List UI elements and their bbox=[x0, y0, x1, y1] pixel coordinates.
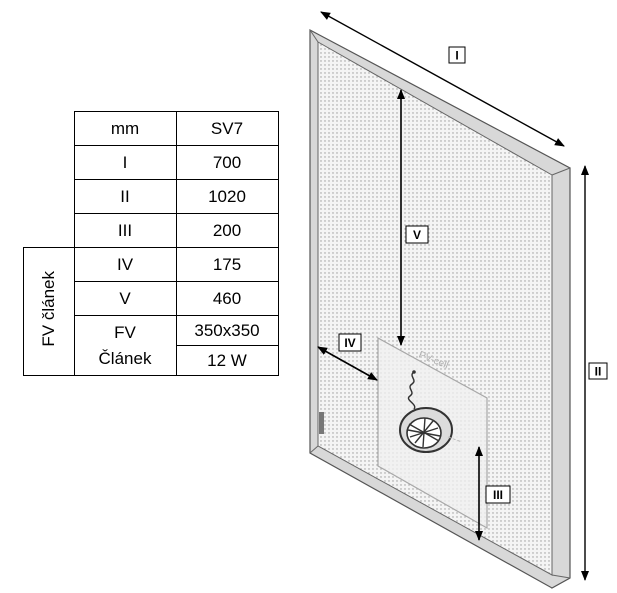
fv-power-value: 12 W bbox=[175, 345, 279, 376]
group-label-fv-clanek: FV článek bbox=[23, 247, 75, 376]
row-value-ii: 1020 bbox=[175, 179, 279, 214]
dimension-ii: II bbox=[581, 165, 608, 581]
row-label-iv: IV bbox=[73, 247, 177, 282]
row-label-v: V bbox=[73, 281, 177, 316]
dimension-label-v: V bbox=[413, 228, 421, 242]
fv-label-line2: Článek bbox=[98, 348, 152, 368]
row-value-iv: 175 bbox=[175, 247, 279, 282]
row-value-iii: 200 bbox=[175, 213, 279, 248]
dimension-iv: IV bbox=[317, 333, 378, 381]
table-blank bbox=[23, 213, 75, 248]
fan-icon bbox=[399, 370, 463, 453]
dimension-iii: III bbox=[475, 446, 511, 541]
table-corner-blank bbox=[23, 111, 75, 146]
dimension-i: I bbox=[320, 11, 565, 147]
fv-label-line1: FV bbox=[114, 322, 136, 342]
dimension-label-ii: II bbox=[595, 365, 602, 379]
dimension-label-iii: III bbox=[493, 488, 503, 502]
dimension-table: mm SV7 I 700 II 1020 III 200 FV článek I… bbox=[23, 111, 279, 376]
dimension-label-i: I bbox=[455, 49, 458, 63]
panel-body bbox=[309, 29, 571, 589]
row-value-i: 700 bbox=[175, 145, 279, 180]
dimension-label-iv: IV bbox=[344, 336, 355, 350]
dimension-v: V bbox=[397, 89, 429, 346]
header-unit: mm bbox=[73, 111, 177, 146]
row-label-i: I bbox=[73, 145, 177, 180]
table-blank bbox=[23, 145, 75, 180]
fv-label-cell: FV Článek bbox=[73, 315, 177, 376]
panel-edge-mark bbox=[319, 412, 324, 434]
fv-size-value: 350x350 bbox=[175, 315, 279, 346]
row-value-v: 460 bbox=[175, 281, 279, 316]
